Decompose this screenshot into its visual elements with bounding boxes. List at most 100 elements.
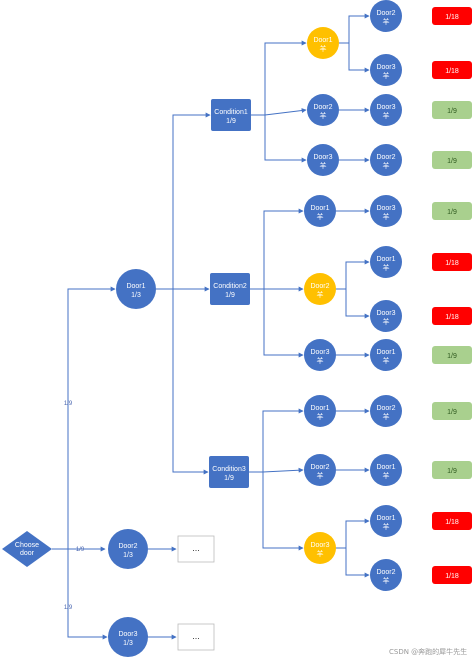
condition3-branch1-door1-node-sub: 羊 xyxy=(317,412,324,421)
condition2-branch3-door3-node-shape xyxy=(304,339,336,371)
choose-door-label-line1: Choose xyxy=(15,542,39,549)
condition1-branch2-leaf-door3-node-label: Door3 xyxy=(376,104,395,111)
condition2-branch2-leaf2-result-badge: 1/18 xyxy=(432,307,472,325)
condition2-branch2-door2-node-shape xyxy=(304,273,336,305)
edge-condition3-branch3-leaf2 xyxy=(345,548,370,578)
condition3-branch3-leaf1-result-badge: 1/18 xyxy=(432,512,472,530)
door3-more-box-text: ... xyxy=(192,631,200,641)
door2-more-box-text: ... xyxy=(192,543,200,553)
condition1-branch1-leaf1-result-shape xyxy=(432,7,472,25)
condition3-node-shape xyxy=(209,456,249,488)
condition2-branch3-result-shape xyxy=(432,346,472,364)
condition1-branch1-leaf-door2-node-label: Door2 xyxy=(376,10,395,17)
condition2-branch1-leaf-door3-node-label: Door3 xyxy=(376,205,395,212)
door2-level1-sub: 1/3 xyxy=(123,552,133,559)
condition3-branch2-leaf-door1-node-shape xyxy=(370,454,402,486)
edge-condition3-branch3 xyxy=(262,472,304,551)
condition1-branch3-result-text: 1/9 xyxy=(447,158,457,165)
condition1-branch2-leaf-door3-node-sub: 羊 xyxy=(383,111,390,120)
edge-condition2-branch2-leaf2 xyxy=(345,289,370,319)
condition2-branch2-door2-node-sub: 羊 xyxy=(317,290,324,299)
edge-label-door3: 1/9 xyxy=(64,605,73,611)
edge-condition2-branch1 xyxy=(250,208,304,290)
condition2-branch1-door1-node-label: Door1 xyxy=(310,205,329,212)
condition1-branch2-leaf-door3-node-shape xyxy=(370,94,402,126)
condition3-branch2-door2-node-shape xyxy=(304,454,336,486)
condition2-branch2-leaf2-result-text: 1/18 xyxy=(445,314,459,321)
condition1-branch1-leaf-door2-node-shape xyxy=(370,0,402,32)
edge-condition1-branch1 xyxy=(251,40,307,116)
condition1-branch1-leaf1-result-badge: 1/18 xyxy=(432,7,472,25)
condition3-branch2-leaf-door1-node-label: Door1 xyxy=(376,464,395,471)
condition3-node-label: Condition3 xyxy=(212,466,246,473)
condition3-branch1-door1-node-shape xyxy=(304,395,336,427)
condition2-node-prob: 1/9 xyxy=(225,292,235,299)
condition3-branch3-leaf1-result-text: 1/18 xyxy=(445,519,459,526)
condition1-branch3-result-shape xyxy=(432,151,472,169)
door3-more-box: ... xyxy=(177,623,215,651)
condition1-branch3-leaf-door2-node-shape xyxy=(370,144,402,176)
condition2-node-label: Condition2 xyxy=(213,283,247,290)
condition2-branch2-leaf-door1-node-label: Door1 xyxy=(376,256,395,263)
condition2-branch3-leaf-door1-node-sub: 羊 xyxy=(383,356,390,365)
edge-condition1-branch1-leaf2 xyxy=(348,43,370,73)
condition3-branch3-leaf-door1-node-shape xyxy=(370,505,402,537)
condition1-branch1-leaf-door2-node-sub: 羊 xyxy=(383,17,390,26)
condition1-branch1-leaf1-result-text: 1/18 xyxy=(445,14,459,21)
condition1-branch3-door3-node-shape xyxy=(307,144,339,176)
condition1-branch3-leaf-door2-node-sub: 羊 xyxy=(383,161,390,170)
condition2-branch2-leaf-door1-node-shape xyxy=(370,246,402,278)
edge-door1-condition3 xyxy=(172,289,209,475)
condition2-branch1-leaf-door3-node-shape xyxy=(370,195,402,227)
condition2-branch2-leaf-door1-node-sub: 羊 xyxy=(383,263,390,272)
condition3-branch3-leaf1-result-shape xyxy=(432,512,472,530)
edge-condition2-branch2-leaf1 xyxy=(336,259,370,290)
condition2-branch2-leaf-door3-node-shape xyxy=(370,300,402,332)
condition1-branch2-result-shape xyxy=(432,101,472,119)
condition3-branch1-result-shape xyxy=(432,402,472,420)
condition1-branch1-leaf-door3-node-shape xyxy=(370,54,402,86)
edge-condition3-branch1 xyxy=(249,408,304,473)
condition1-branch2-door2-node-sub: 羊 xyxy=(320,111,327,120)
door3-more-box-shape xyxy=(177,623,215,651)
condition1-branch1-leaf-door3-node-label: Door3 xyxy=(376,64,395,71)
door1-level1-shape xyxy=(116,269,156,309)
edge-condition1-branch2 xyxy=(264,108,307,116)
edge-condition3-branch3-leaf1 xyxy=(336,518,370,549)
condition3-branch3-leaf-door2-node-shape xyxy=(370,559,402,591)
condition1-branch1-leaf2-result-badge: 1/18 xyxy=(432,61,472,79)
condition1-branch3-result-badge: 1/9 xyxy=(432,151,472,169)
condition1-branch1-leaf2-result-text: 1/18 xyxy=(445,68,459,75)
condition2-branch3-result-text: 1/9 xyxy=(447,353,457,360)
edge-root-door3 xyxy=(67,549,108,640)
door2-level1-shape xyxy=(108,529,148,569)
condition1-branch3-door3-node-sub: 羊 xyxy=(320,161,327,170)
condition2-branch1-result-badge: 1/9 xyxy=(432,202,472,220)
condition3-branch1-leaf-door2-node-shape xyxy=(370,395,402,427)
condition3-branch3-leaf-door1-node-sub: 羊 xyxy=(383,522,390,531)
door3-level1-sub: 1/3 xyxy=(123,640,133,647)
condition1-branch2-result-badge: 1/9 xyxy=(432,101,472,119)
door2-level1-label: Door2 xyxy=(118,543,137,550)
condition2-branch3-leaf-door1-node-shape xyxy=(370,339,402,371)
condition2-branch1-result-shape xyxy=(432,202,472,220)
condition2-branch2-leaf1-result-badge: 1/18 xyxy=(432,253,472,271)
edge-door1-condition1 xyxy=(156,112,211,290)
